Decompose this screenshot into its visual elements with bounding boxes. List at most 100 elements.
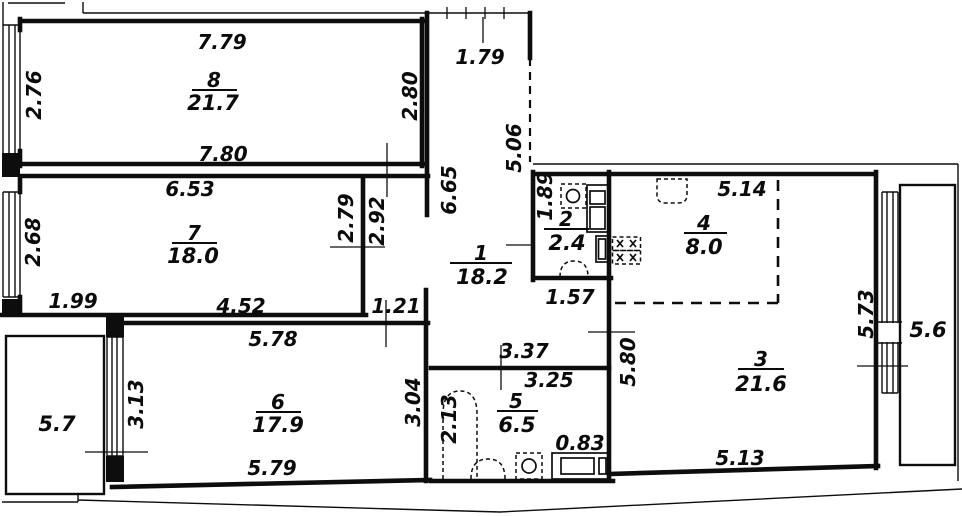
window-room6-balcony	[106, 336, 124, 457]
dim-hall-lower: 1.21	[371, 294, 420, 318]
dim-bathtub-length: 2.13	[437, 394, 461, 443]
dim-room5-top: 3.25	[524, 368, 573, 392]
stove-lower	[611, 249, 642, 265]
balcony-left-outline	[4, 334, 106, 496]
stove-burners	[616, 239, 637, 262]
toilet-icon	[559, 260, 589, 278]
dim-hall-upper: 6.65	[437, 165, 461, 214]
dim-entry-width: 1.79	[455, 45, 504, 69]
balcony-left-area: 5.7	[38, 412, 76, 436]
dim-room8-right: 2.80	[398, 71, 422, 120]
room-4-area: 8.0	[685, 235, 722, 259]
room-4-number: 4	[696, 211, 711, 235]
dim-room2-bottom: 1.57	[545, 285, 594, 309]
sink-basin	[560, 457, 595, 475]
wall-junction	[106, 316, 124, 337]
dim-room2-left: 1.89	[533, 171, 557, 220]
wall-junction	[2, 299, 20, 316]
room6-walls	[107, 287, 433, 490]
entry-door-ticks	[446, 7, 505, 19]
balcony-door-threshold	[878, 321, 902, 344]
balcony-door-gap	[879, 323, 903, 342]
room-5-number: 5	[509, 389, 523, 413]
kitchen-fixtures	[611, 178, 688, 265]
room-8-number: 8	[207, 68, 221, 92]
dim-room7-left: 2.68	[21, 217, 45, 266]
washing-machine-drum-icon	[521, 458, 537, 474]
dim-room7-top: 6.53	[165, 177, 214, 201]
windows	[2, 24, 903, 457]
sink-icon	[656, 178, 688, 204]
stove-icon	[611, 236, 642, 252]
room8-walls	[17, 16, 427, 169]
duct-icon	[595, 235, 609, 263]
dim-room8-top: 7.79	[197, 30, 246, 54]
room3-bottom-wall	[606, 463, 881, 477]
room-2-area: 2.4	[548, 231, 585, 255]
duct-inner	[597, 238, 607, 260]
room-2-number: 2	[559, 207, 573, 231]
room5-walls	[428, 365, 616, 484]
dim-room6-bottom: 5.79	[247, 456, 296, 480]
bathroom-fixtures	[442, 390, 610, 480]
dim-room8-left: 2.76	[22, 70, 46, 119]
room-7-area: 18.0	[167, 244, 219, 268]
window-room8-left	[2, 24, 21, 158]
wall-junction	[2, 153, 20, 177]
dim-room4-top: 5.14	[717, 177, 766, 201]
room7-walls	[0, 173, 431, 318]
boiler-top	[589, 190, 606, 205]
room-labels: 8 21.7 7 18.0 6 17.9 1 18.2 2 2.4 4 8.0 …	[38, 68, 946, 437]
balcony-right-area: 5.6	[909, 318, 946, 342]
room-6-area: 17.9	[252, 413, 304, 437]
washing-machine-icon	[560, 183, 587, 209]
right-wing-walls	[530, 169, 879, 481]
bathtub-icon	[442, 390, 478, 479]
room-1-number: 1	[474, 241, 488, 265]
dim-entry-right: 5.06	[502, 123, 526, 172]
window-room3-balcony	[878, 191, 903, 394]
outline-bottom	[2, 488, 962, 513]
dim-room3-bottom: 5.13	[715, 446, 764, 470]
dimension-labels-vertical: 2.76 2.80 5.06 6.65 2.68 2.79 2.92 3.13 …	[21, 70, 878, 443]
wall-junction	[106, 456, 124, 482]
boiler-body	[589, 206, 606, 230]
hall-walls	[424, 10, 533, 218]
walls	[0, 10, 881, 490]
dim-hall-bottom: 3.37	[499, 339, 548, 363]
washing-machine-icon	[515, 452, 543, 480]
dimension-labels: 7.79 7.80 1.79 6.53 1.99 4.52 1.21 5.78 …	[48, 30, 766, 480]
balconies	[4, 183, 957, 496]
dim-room7-bottom-left: 1.99	[48, 289, 97, 313]
sink-side	[598, 457, 607, 475]
dim-room6-right: 3.04	[401, 377, 425, 426]
sink-cabinet-icon	[551, 452, 610, 480]
balcony-right-outline	[898, 183, 957, 467]
dim-room5-right: 0.83	[555, 431, 604, 455]
dim-room6-left: 3.13	[124, 379, 148, 428]
room-7-number: 7	[187, 221, 201, 245]
kitchen-zone-dashed-boundary	[613, 180, 780, 305]
dim-room3-left: 5.80	[616, 337, 640, 386]
boiler-icon	[586, 184, 609, 233]
washing-machine-drum-icon	[565, 188, 581, 204]
dim-room8-bottom: 7.80	[198, 142, 247, 166]
window-room7-left	[2, 191, 21, 298]
dim-room7-right: 2.79	[334, 193, 358, 242]
outline-top-right	[533, 163, 959, 481]
room-1-area: 18.2	[456, 265, 508, 289]
room-3-number: 3	[754, 347, 768, 371]
dim-room6-top: 5.78	[248, 327, 297, 351]
dim-window-right: 5.73	[854, 289, 878, 338]
toilet-icon	[470, 458, 506, 480]
dim-hall-mid: 2.92	[365, 196, 389, 245]
room-3-area: 21.6	[735, 372, 787, 396]
dimension-lines	[85, 17, 908, 453]
room-8-area: 21.7	[187, 91, 239, 115]
dashed-partitions	[528, 58, 780, 305]
room-5-area: 6.5	[498, 413, 535, 437]
dim-room7-bottom-right: 4.52	[215, 294, 265, 318]
